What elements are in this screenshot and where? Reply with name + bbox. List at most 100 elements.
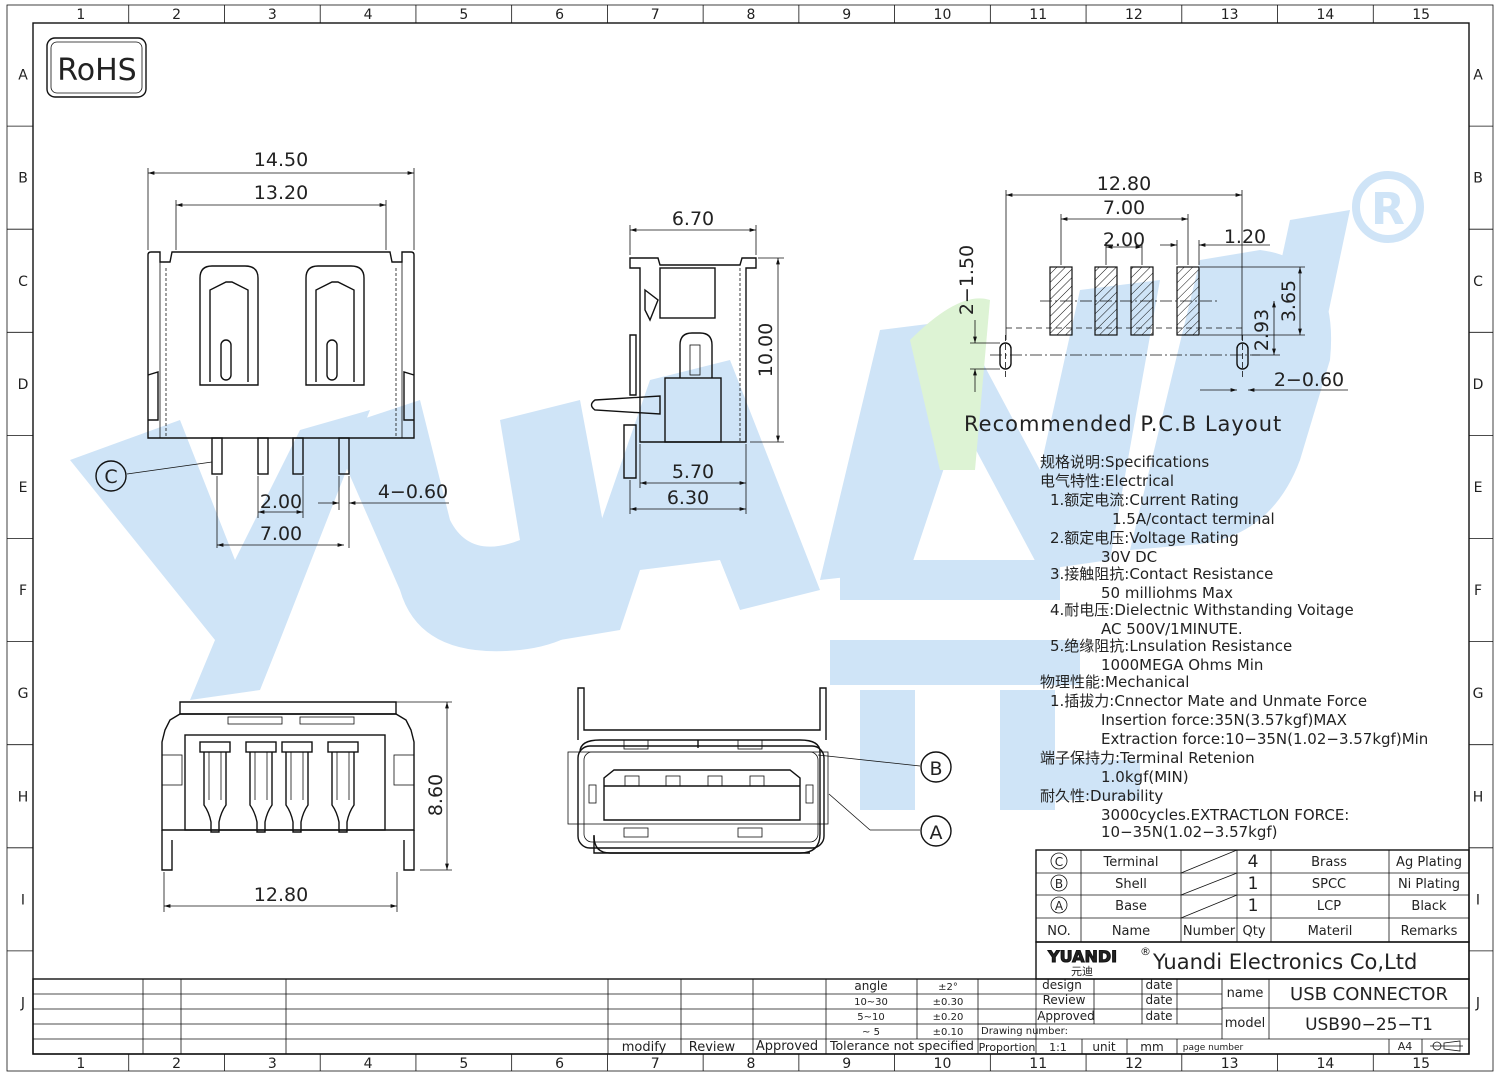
side-dim-a: 5.70	[672, 461, 714, 483]
tb-tol-angle-value: ±2°	[938, 982, 958, 993]
row-label-left: C	[18, 274, 28, 290]
column-label-top: 12	[1125, 7, 1143, 23]
pcb-dim-overall: 12.80	[1097, 173, 1151, 195]
tb-mm: mm	[1140, 1040, 1163, 1054]
column-label-top: 10	[934, 7, 952, 23]
bottom-dim-width: 12.80	[254, 884, 308, 906]
column-label-top: 8	[747, 7, 756, 23]
column-label-bottom: 7	[651, 1056, 660, 1072]
pcb-layout-view: 12.80 7.00 2.00 1.20 2−1.50 3.65 2.93 2−…	[956, 173, 1348, 436]
column-label-top: 6	[555, 7, 564, 23]
row-label-right: H	[1473, 789, 1484, 805]
spec-line: 3.接触阻抗:Contact Resistance	[1050, 565, 1273, 583]
bom-row-remarks: Ni Plating	[1398, 877, 1460, 892]
bom-row-remarks: Ag Plating	[1396, 855, 1462, 870]
company-logo: YUANDI	[1047, 947, 1117, 966]
tb-modify: modify	[622, 1040, 667, 1055]
spec-line: 4.耐电压:Dielectnic Withstanding Voitage	[1050, 601, 1354, 619]
row-label-left: B	[18, 171, 28, 187]
bom-row-qty: 4	[1248, 852, 1259, 872]
column-label-top: 4	[364, 7, 373, 23]
column-label-bottom: 2	[172, 1056, 181, 1072]
row-label-right: J	[1475, 995, 1480, 1011]
tb-tol-value-2: ±0.20	[933, 1012, 964, 1023]
bom-row-remarks: Black	[1411, 899, 1447, 914]
bom-row-name: Shell	[1115, 877, 1147, 892]
spec-line: 1000MEGA Ohms Min	[1101, 656, 1263, 674]
bom-row-material: Brass	[1311, 855, 1347, 870]
front-view: 14.50 13.20 C 2.00 4−0.60 7.00	[95, 149, 449, 548]
tb-tol-angle: angle	[854, 979, 887, 993]
front-dim-pitch: 2.00	[260, 491, 302, 513]
column-label-top: 9	[842, 7, 851, 23]
bom-header-no: NO.	[1047, 924, 1071, 939]
tb-tolerance: Tolerance not specified	[829, 1038, 974, 1053]
column-label-bottom: 10	[934, 1056, 952, 1072]
bom-header-material: Materil	[1308, 924, 1353, 939]
tb-date-2: date	[1145, 993, 1172, 1007]
tb-tol-range-3: ~ 5	[862, 1027, 880, 1038]
tb-approved-bottom: Approved	[756, 1039, 818, 1054]
callout-b: B	[929, 758, 942, 780]
row-label-left: J	[20, 995, 25, 1011]
row-label-left: E	[19, 480, 28, 496]
bom-row-no: B	[1055, 877, 1063, 891]
pcb-dim-pitch: 2.00	[1103, 229, 1145, 251]
row-label-left: H	[18, 789, 29, 805]
bom-row-qty: 1	[1248, 896, 1259, 916]
column-label-bottom: 13	[1221, 1056, 1239, 1072]
spec-line: 1.5A/contact terminal	[1112, 510, 1275, 528]
spec-line: Extraction force:10−35N(1.02−3.57kgf)Min	[1101, 730, 1428, 748]
company-name: Yuandi Electronics Co,Ltd	[1152, 950, 1417, 974]
row-label-right: D	[1473, 377, 1484, 393]
column-label-top: 14	[1316, 7, 1334, 23]
tb-model-label: model	[1225, 1016, 1265, 1031]
side-dim-height: 10.00	[755, 323, 777, 377]
front-dim-overall: 14.50	[254, 149, 308, 171]
bom-header-number: Number	[1183, 924, 1236, 939]
bom-row-no: C	[1055, 855, 1063, 869]
spec-line: 物理性能:Mechanical	[1040, 673, 1189, 691]
tb-scale: 1:1	[1049, 1041, 1067, 1054]
tb-name-label: name	[1227, 986, 1264, 1001]
rohs-badge: RoHS	[46, 37, 147, 98]
column-label-bottom: 6	[555, 1056, 564, 1072]
column-label-top: 1	[76, 7, 85, 23]
tb-name-value: USB CONNECTOR	[1290, 984, 1448, 1005]
column-label-bottom: 5	[459, 1056, 468, 1072]
spec-line: 30V DC	[1101, 548, 1157, 566]
column-label-top: 7	[651, 7, 660, 23]
spec-line: 2.额定电压:Voltage Rating	[1050, 529, 1239, 547]
projection-symbol-icon	[1430, 1040, 1463, 1052]
pcb-layout-title: Recommended P.C.B Layout	[964, 412, 1282, 436]
front-dim-inner: 13.20	[254, 182, 308, 204]
bom-row-name: Base	[1115, 899, 1147, 914]
front-dim-span: 7.00	[260, 523, 302, 545]
row-label-right: C	[1473, 274, 1483, 290]
tb-date-3: date	[1145, 1009, 1172, 1023]
row-label-left: G	[18, 686, 29, 702]
bom-row-qty: 1	[1248, 874, 1259, 894]
row-label-left: I	[21, 892, 25, 908]
column-label-top: 13	[1221, 7, 1239, 23]
column-label-bottom: 12	[1125, 1056, 1143, 1072]
spec-line: 端子保持力:Terminal Retenion	[1040, 749, 1255, 767]
side-view: 6.70 10.00 5.70 6.30	[590, 208, 784, 514]
tb-review: Review	[1043, 993, 1086, 1007]
spec-line: 10−35N(1.02−3.57kgf)	[1101, 823, 1278, 841]
pcb-dim-span: 7.00	[1103, 197, 1145, 219]
column-label-top: 15	[1412, 7, 1430, 23]
spec-line: 1.0kgf(MIN)	[1101, 768, 1189, 786]
tb-tol-value-3: ±0.10	[933, 1027, 964, 1038]
side-dim-top: 6.70	[672, 208, 714, 230]
row-label-right: F	[1474, 583, 1482, 599]
column-label-bottom: 1	[76, 1056, 85, 1072]
bom-row-no: A	[1055, 899, 1064, 913]
pcb-dim-h2: 2.93	[1251, 309, 1273, 351]
column-label-top: 5	[459, 7, 468, 23]
bom-row-material: LCP	[1317, 899, 1341, 914]
